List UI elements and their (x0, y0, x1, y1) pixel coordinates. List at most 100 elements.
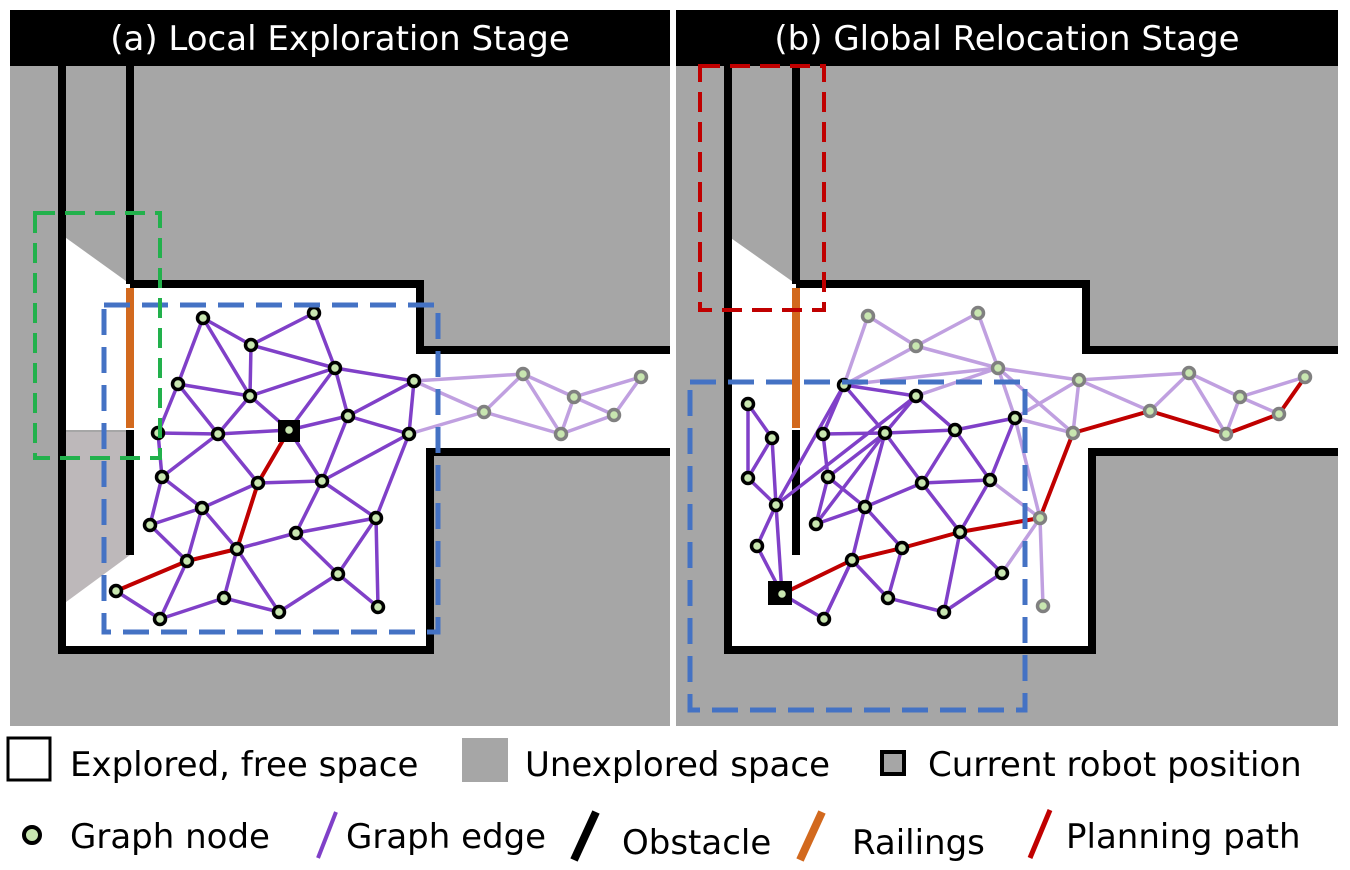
graph-edge (201, 316, 253, 347)
graph-edge (176, 316, 205, 386)
graph-node (142, 517, 158, 533)
graph-edge (222, 596, 281, 614)
obstacle-wall (130, 280, 670, 354)
legend-explored-label: Explored, free space (70, 745, 418, 785)
railings-swatch (796, 810, 826, 862)
planning-path-swatch (1027, 809, 1053, 859)
graph-edge (294, 516, 378, 535)
legend-robot-label: Current robot position (928, 745, 1302, 785)
legend: Explored, free space Unexplored space Cu… (6, 736, 1302, 863)
graph-edge (572, 375, 643, 399)
graph-edge (1187, 371, 1228, 436)
graph-node (880, 590, 896, 606)
graph-edge (863, 505, 904, 550)
graph-node (306, 305, 322, 321)
graph-node (1065, 425, 1081, 441)
graph-edge (1071, 378, 1081, 435)
graph-node (970, 305, 986, 321)
graph-node (1271, 406, 1287, 422)
graph-edge (850, 505, 867, 562)
local-region-box-b (687, 379, 1028, 713)
graph-edge (412, 372, 525, 383)
graph-edge (346, 379, 416, 418)
legend-railings-label: Railings (852, 823, 985, 863)
graph-node (1142, 403, 1158, 419)
graph-edge (826, 475, 867, 509)
graph-edge (953, 416, 1017, 432)
graph-node (566, 389, 582, 405)
graph-edge (336, 572, 380, 609)
graph-node (288, 525, 304, 541)
graph-edge (176, 382, 220, 436)
graph-node (816, 611, 832, 627)
graph-node (271, 604, 287, 620)
graph-edge (866, 314, 918, 348)
legend-path: Planning path (1027, 809, 1301, 859)
graph-edge (988, 478, 1042, 520)
graph-edge (821, 431, 887, 436)
graph-node (908, 388, 924, 404)
explored-area-b (728, 236, 1338, 650)
graph-edge (996, 366, 1017, 420)
graph-edge (920, 428, 957, 485)
graph-edge (294, 531, 340, 576)
graph-edge (156, 431, 220, 436)
graph-edge (572, 395, 616, 417)
graph-edge (200, 481, 260, 510)
graph-edge (996, 366, 1081, 382)
graph-edge (886, 596, 946, 614)
shadow-area-a (62, 432, 130, 605)
graph-node (894, 540, 910, 556)
panel-a-header (10, 10, 670, 66)
graph-node (815, 426, 831, 442)
graph-edge (942, 571, 1004, 614)
legend-edge-label: Graph edge (346, 817, 546, 857)
graph-edge (996, 366, 1075, 435)
graph-edge (958, 478, 992, 534)
graph-node (515, 366, 531, 382)
graph-edge (235, 531, 298, 551)
graph-node (764, 430, 780, 446)
graph-edge (988, 416, 1017, 482)
legend-edge: Graph edge (316, 811, 546, 859)
graph-node (210, 426, 226, 442)
graph-node (860, 308, 876, 324)
graph-edge (612, 375, 643, 417)
graph-edge (863, 481, 924, 509)
graph-edge (256, 479, 324, 485)
legend-robot: Current robot position (880, 745, 1302, 785)
legend-explored: Explored, free space (6, 736, 418, 785)
graph-node (179, 553, 195, 569)
graph-node (952, 524, 968, 540)
graph-edge (216, 432, 260, 485)
planning-path-line (781, 375, 1307, 596)
graph-node (768, 497, 784, 513)
graph-edge (850, 558, 890, 600)
graph-edge (374, 432, 411, 520)
graph-node (242, 388, 258, 404)
graph-edge (482, 372, 525, 414)
graph-edge (1013, 416, 1075, 435)
graph-node (406, 373, 422, 389)
graph-edges-local-b (746, 383, 1017, 621)
graph-node-swatch (22, 825, 42, 845)
graph-node (857, 499, 873, 515)
unexplored-swatch (462, 738, 508, 782)
graph-edge (216, 428, 291, 436)
graph-edge (521, 372, 576, 399)
graph-node (152, 611, 168, 627)
graph-edge (200, 506, 239, 551)
graph-edge (248, 343, 253, 398)
graph-edge (320, 432, 411, 483)
graph-edge (842, 383, 918, 398)
graph-node (936, 604, 952, 620)
graph-edge (222, 547, 239, 600)
planning-path-b (781, 375, 1307, 596)
graph-edge-swatch (316, 811, 338, 859)
graph-edge (407, 410, 486, 436)
legend-node: Graph node (22, 817, 270, 857)
graph-node (154, 469, 170, 485)
graph-edge (1077, 371, 1191, 382)
legend-unexplored-label: Unexplored space (525, 745, 830, 785)
